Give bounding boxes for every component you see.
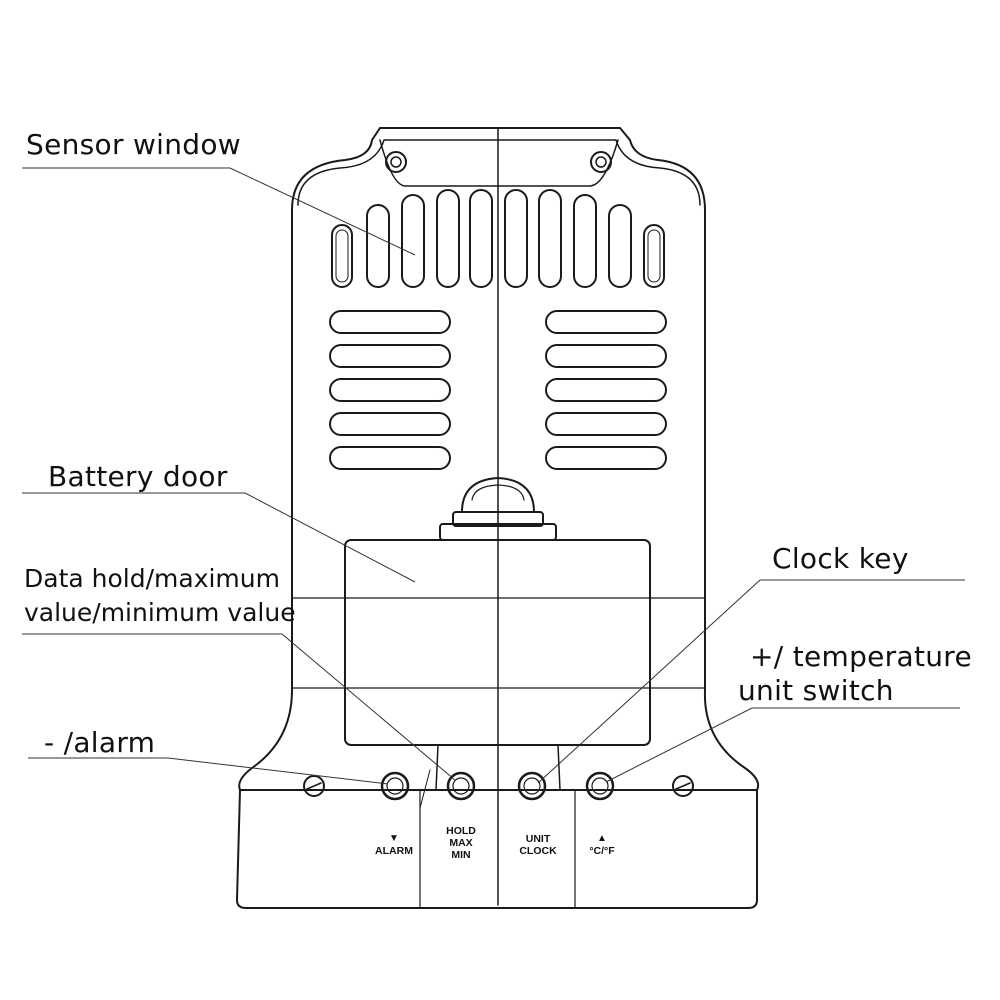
screw-top-right	[590, 151, 612, 173]
button-hold[interactable]	[446, 771, 476, 801]
battery-door	[344, 539, 651, 746]
label-hold-max-min: HOLD MAX MIN	[446, 825, 476, 861]
callout-temperature: +/ temperature unit switch	[738, 640, 972, 708]
down-triangle-icon: ▼	[389, 833, 399, 844]
label-alarm: ▼ ALARM	[362, 833, 426, 857]
callout-temp-line1: +/ temperature	[750, 640, 972, 673]
screw-top-left	[385, 151, 407, 173]
callout-battery-door: Battery door	[48, 460, 228, 493]
leader-temp	[605, 707, 960, 783]
callout-minus-alarm: - /alarm	[44, 726, 156, 759]
button-unit-clock[interactable]	[517, 771, 547, 801]
button-alarm[interactable]	[380, 771, 410, 801]
button-temp[interactable]	[585, 771, 615, 801]
vent-slots-right	[545, 310, 667, 470]
vent-slots-left	[329, 310, 451, 470]
up-triangle-icon: ▲	[597, 833, 607, 844]
leader-data-hold	[22, 633, 456, 781]
callout-data-hold-line1: Data hold/maximum	[24, 564, 280, 593]
screw-base-left	[303, 775, 325, 797]
callout-clock-key: Clock key	[772, 542, 909, 575]
leader-sensor-window	[22, 167, 416, 256]
label-temp-unit: ▲ °C/°F	[574, 833, 630, 857]
device-base	[236, 789, 758, 909]
sensor-window-slots	[331, 189, 665, 288]
callout-data-hold: Data hold/maximum value/minimum value	[24, 562, 296, 630]
callout-data-hold-line2: value/minimum value	[24, 598, 296, 627]
leader-battery-door	[22, 492, 416, 583]
label-unit-clock: UNIT CLOCK	[519, 833, 557, 857]
screw-base-right	[672, 775, 694, 797]
device-body	[238, 127, 760, 791]
callout-sensor-window: Sensor window	[26, 128, 242, 161]
callout-temp-line2: unit switch	[738, 674, 894, 707]
leader-clock-key	[537, 579, 965, 784]
leader-alarm	[28, 757, 389, 785]
